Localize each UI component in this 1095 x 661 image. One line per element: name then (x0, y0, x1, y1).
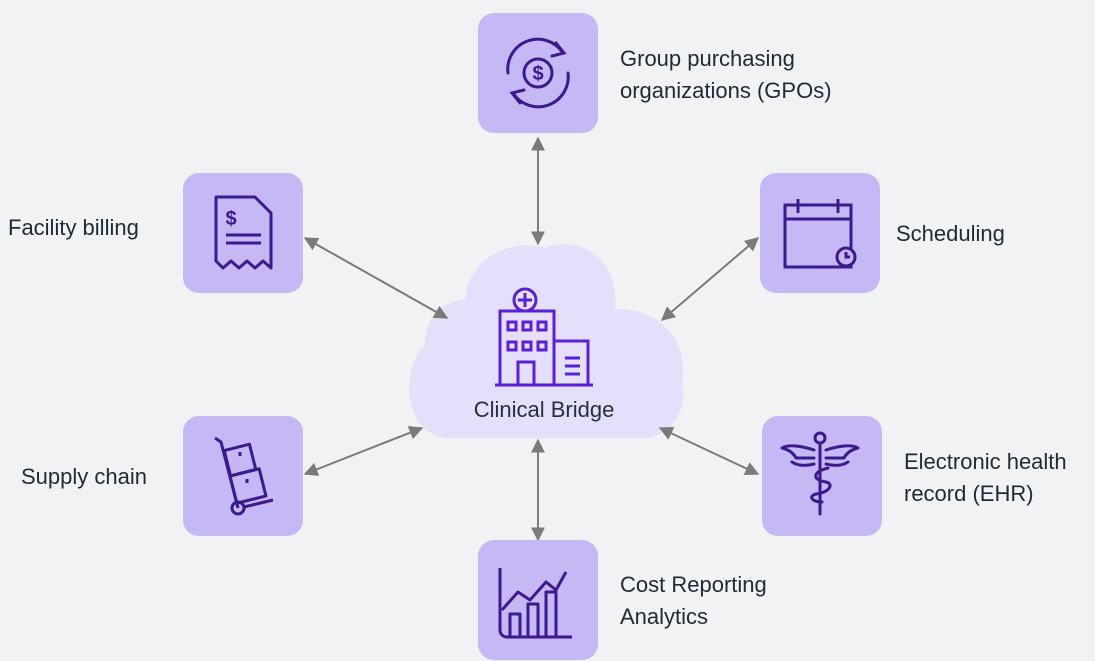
hand-truck-icon (214, 436, 274, 516)
node-facility-billing: $ (183, 173, 303, 293)
label-facility-billing: Facility billing (8, 215, 139, 240)
bar-chart-icon (498, 568, 572, 639)
label-cost-reporting: Cost Reporting Analytics (620, 572, 767, 629)
node-scheduling (760, 173, 880, 293)
label-ehr: Electronic health record (EHR) (904, 449, 1067, 506)
connector-supply-chain (303, 426, 424, 476)
connector-scheduling (660, 237, 760, 321)
node-supply-chain (183, 416, 303, 536)
connector-ehr (658, 427, 760, 475)
caduceus-icon (780, 431, 860, 516)
label-scheduling: Scheduling (896, 221, 1005, 246)
svg-text:$: $ (532, 63, 543, 85)
node-gpo: $ (478, 13, 598, 133)
dollar-cycle-icon: $ (506, 37, 570, 109)
connector-facility-billing (303, 237, 449, 319)
node-ehr (762, 416, 882, 536)
hospital-icon (495, 287, 593, 387)
center-label: Clinical Bridge (473, 397, 615, 422)
invoice-icon: $ (214, 195, 273, 270)
calendar-icon (783, 199, 857, 269)
label-gpo: Group purchasing organizations (GPOs) (620, 46, 832, 103)
node-cost-reporting (478, 540, 598, 660)
svg-text:$: $ (225, 208, 236, 230)
label-supply-chain: Supply chain (21, 464, 147, 489)
